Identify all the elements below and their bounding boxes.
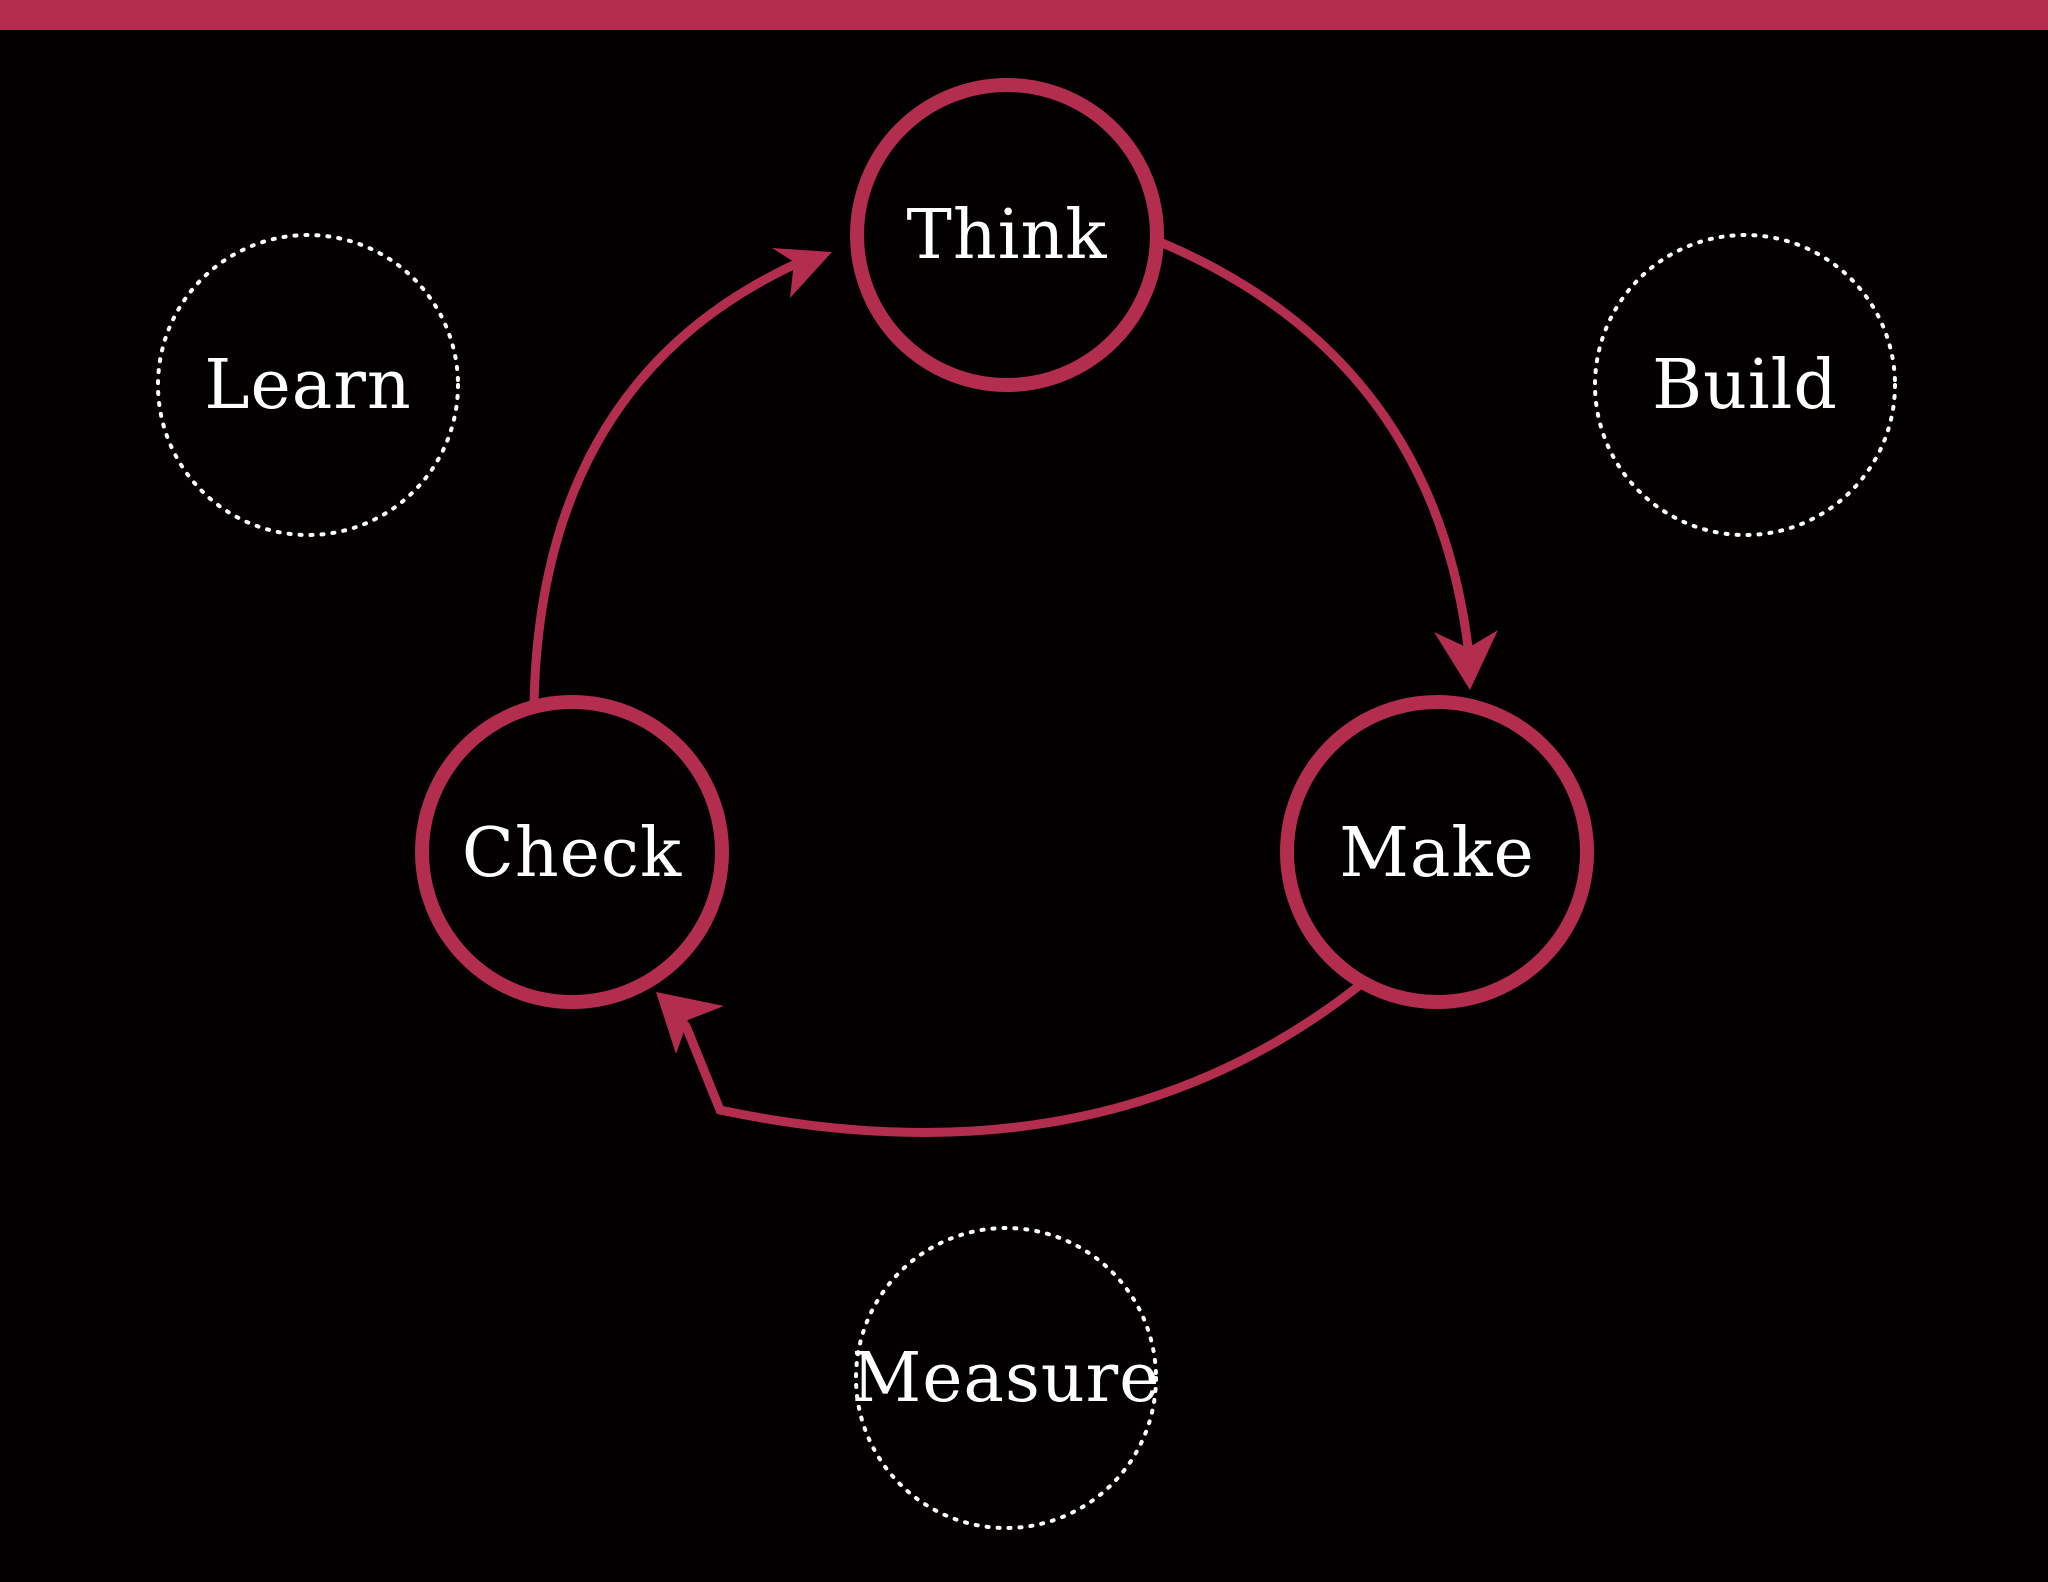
- arrowhead-make: [1434, 630, 1498, 690]
- top-accent-bar: [0, 0, 2048, 30]
- arrow-check-to-think: [529, 257, 805, 710]
- make-label: Make: [1339, 814, 1535, 893]
- measure-label: Measure: [852, 1339, 1161, 1418]
- arrowhead-think: [772, 248, 832, 298]
- learn-label: Learn: [204, 346, 411, 425]
- measure-dotted-node: [854, 1226, 1158, 1530]
- arrow-make-to-check: [681, 980, 1365, 1137]
- check-label: Check: [462, 814, 682, 893]
- arrow-think-to-make: [1155, 237, 1475, 670]
- build-dotted-node: [1593, 233, 1897, 537]
- check-node: [415, 695, 729, 1009]
- arrowhead-check: [656, 992, 724, 1054]
- make-node: [1280, 695, 1594, 1009]
- learn-dotted-node: [156, 233, 460, 537]
- think-label: Think: [907, 196, 1108, 275]
- build-label: Build: [1652, 346, 1838, 425]
- think-node: [850, 78, 1164, 392]
